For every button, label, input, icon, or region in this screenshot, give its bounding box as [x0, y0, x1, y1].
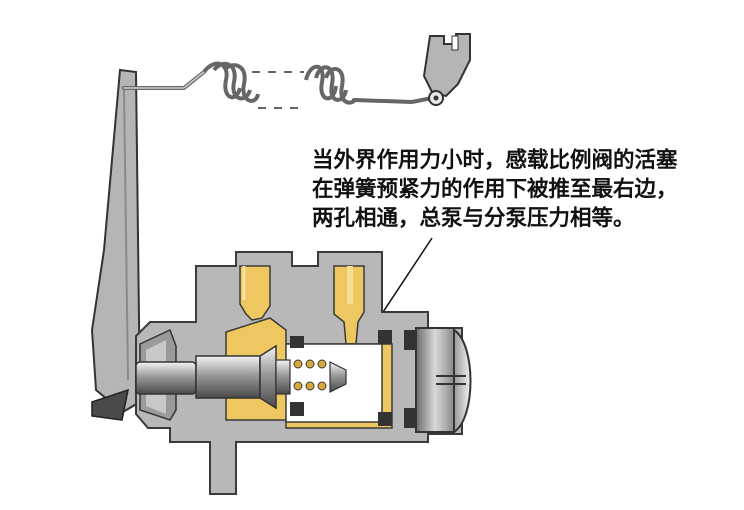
seal-blocks	[290, 330, 416, 428]
link-bracket-icon	[422, 33, 471, 106]
annotation-caption: 当外界作用力小时，感载比例阀的活塞 在弹簧预紧力的作用下被推至最右边， 两孔相通…	[312, 146, 737, 233]
bracket-rod	[352, 96, 434, 105]
valve-piston-icon	[135, 344, 347, 410]
tension-spring-right-icon	[304, 64, 356, 105]
tension-spring-left-icon	[202, 61, 260, 103]
fluid-inlet-port-left	[239, 265, 271, 321]
caption-line-2: 在弹簧预紧力的作用下被推至最右边，	[312, 177, 678, 202]
pivot-triangle-icon	[91, 388, 129, 421]
caption-line-3: 两孔相通，总泵与分泵压力相等。	[312, 206, 635, 231]
caption-line-1: 当外界作用力小时，感载比例阀的活塞	[312, 148, 678, 173]
lever-arm	[90, 68, 142, 418]
spring-dashed-lines	[252, 71, 304, 109]
end-plug-icon	[415, 327, 472, 434]
piston-spring-icon	[293, 359, 327, 391]
